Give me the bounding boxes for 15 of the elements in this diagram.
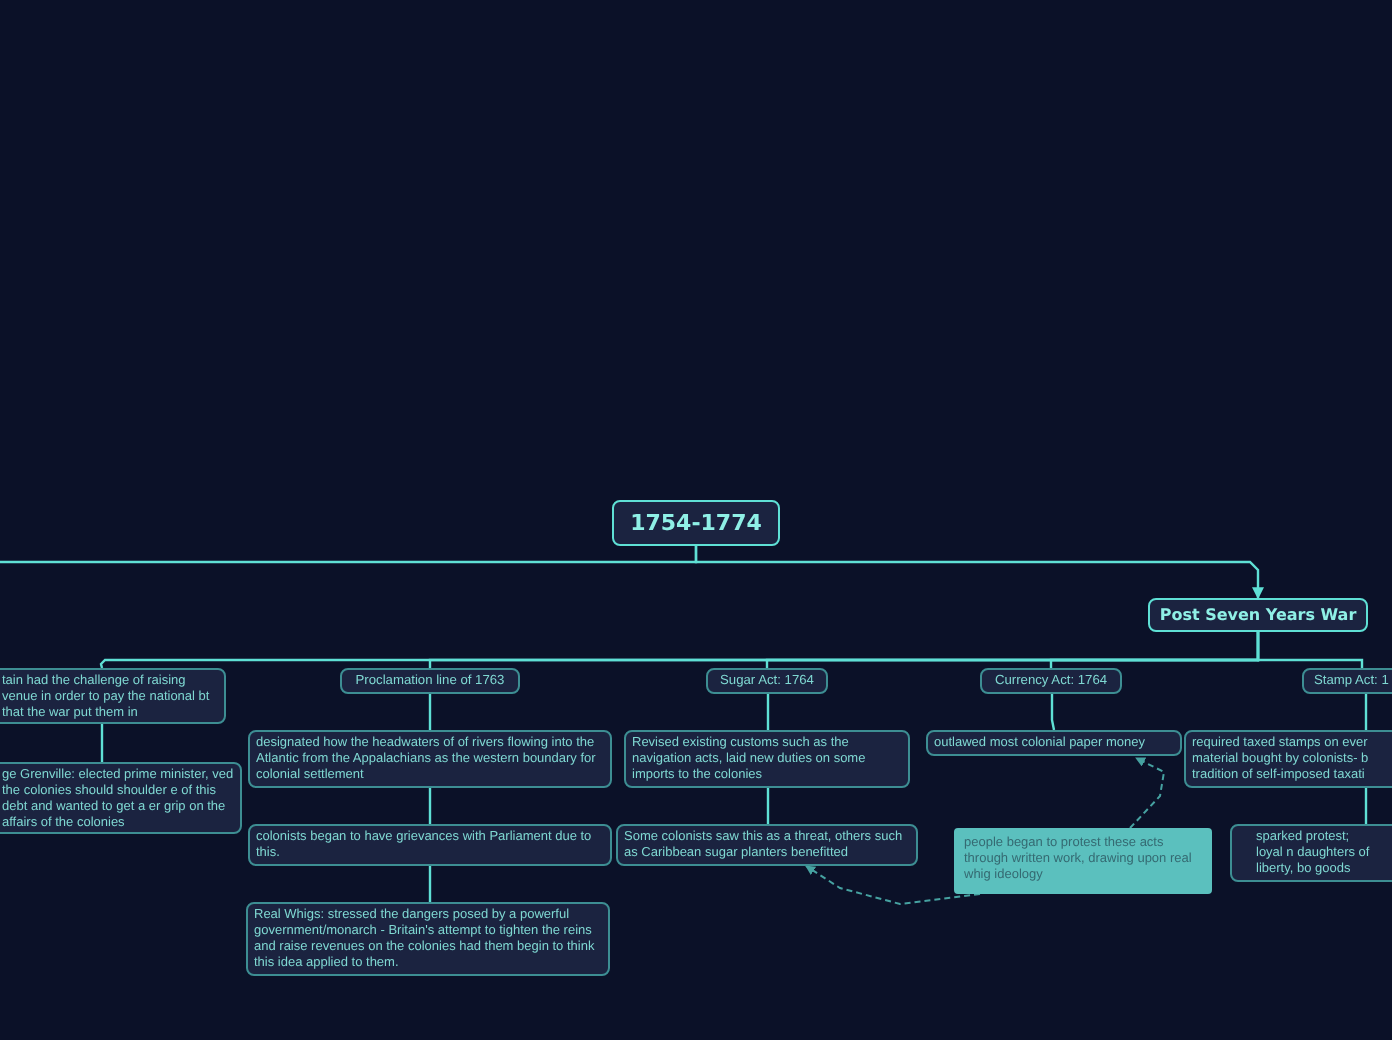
connector-line — [1256, 632, 1364, 668]
connector-line — [766, 694, 770, 730]
main-topic-box: Post Seven Years War — [1148, 598, 1368, 632]
root-topic-box: 1754-1774 — [612, 500, 780, 546]
connector-line — [1050, 694, 1056, 731]
connector-line — [766, 788, 770, 824]
connector-line — [100, 724, 104, 762]
connector-line — [1364, 788, 1368, 824]
connector-line — [428, 694, 432, 730]
connector-line — [1364, 694, 1368, 730]
connector-line — [428, 866, 432, 902]
arrow — [1129, 757, 1166, 829]
connector-line — [428, 788, 432, 824]
arrow — [694, 546, 1264, 600]
arrow — [805, 865, 981, 905]
